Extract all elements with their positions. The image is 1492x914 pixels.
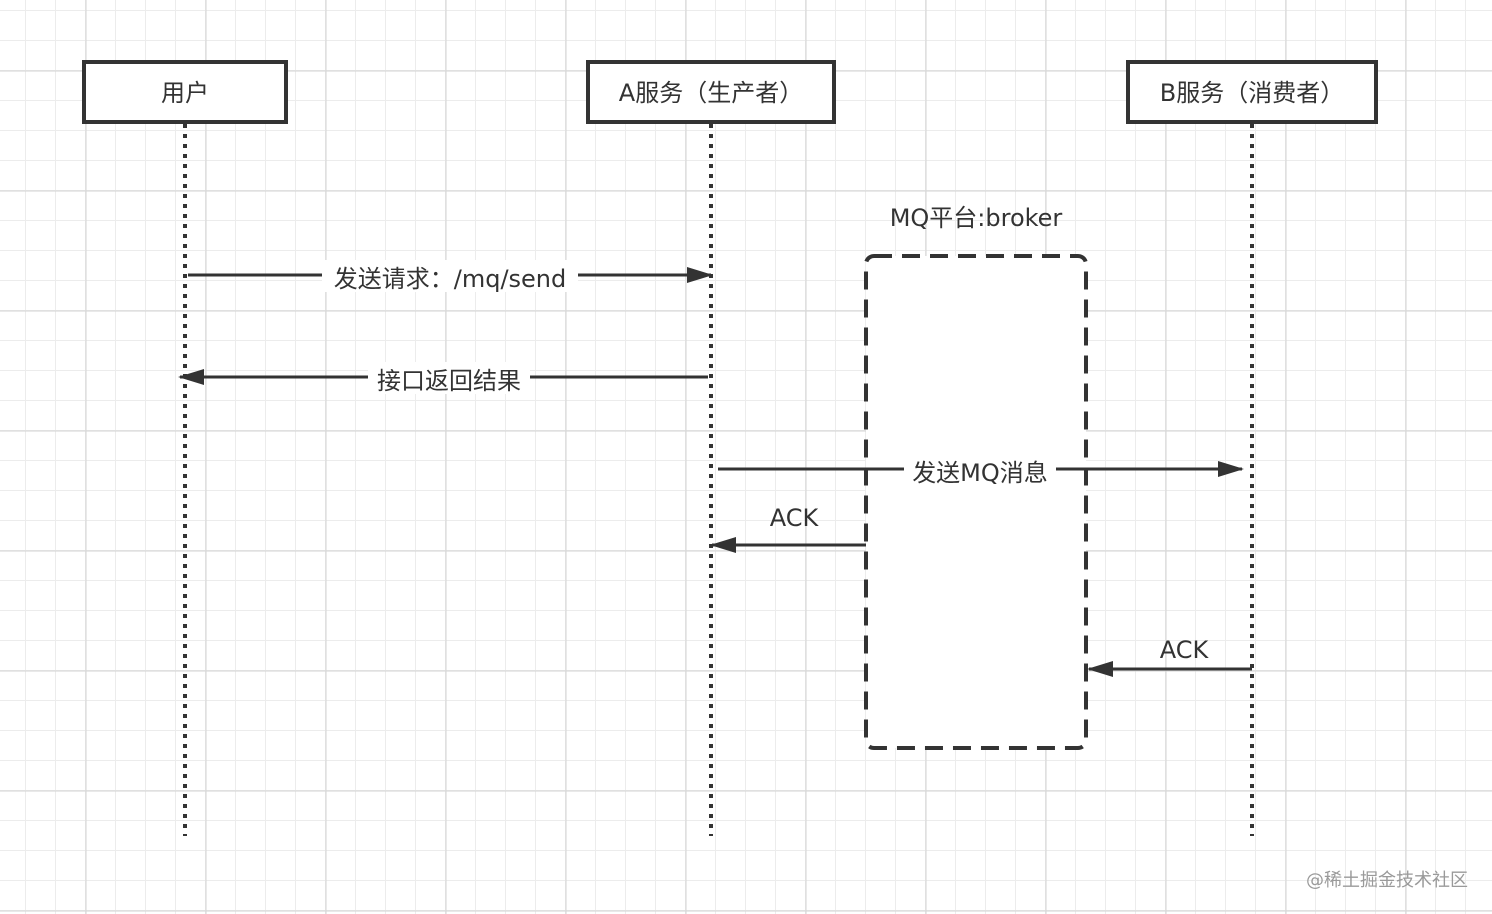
message-ack-b-to-broker: ACK [1087,636,1252,677]
message-send-request: 发送请求：/mq/send [188,260,713,293]
message-ack-broker-to-a: ACK [710,504,866,553]
participant-user[interactable]: 用户 [82,60,288,124]
participant-label: 用户 [161,79,209,107]
participant-label: B服务（消费者） [1160,79,1344,107]
message-label: 发送请求：/mq/send [334,265,567,293]
message-send-mq: 发送MQ消息 [718,454,1244,487]
participant-label: A服务（生产者） [619,79,803,107]
message-label: ACK [1160,636,1210,664]
message-label: 接口返回结果 [377,367,521,395]
participant-a-service[interactable]: A服务（生产者） [586,60,836,124]
watermark: @稀土掘金技术社区 [1306,870,1468,891]
message-label: ACK [770,504,820,532]
broker-label: MQ平台:broker [890,204,1063,232]
message-label: 发送MQ消息 [912,459,1048,487]
broker-box[interactable] [864,254,1088,750]
participant-b-service[interactable]: B服务（消费者） [1126,60,1378,124]
message-api-response: 接口返回结果 [178,362,708,395]
